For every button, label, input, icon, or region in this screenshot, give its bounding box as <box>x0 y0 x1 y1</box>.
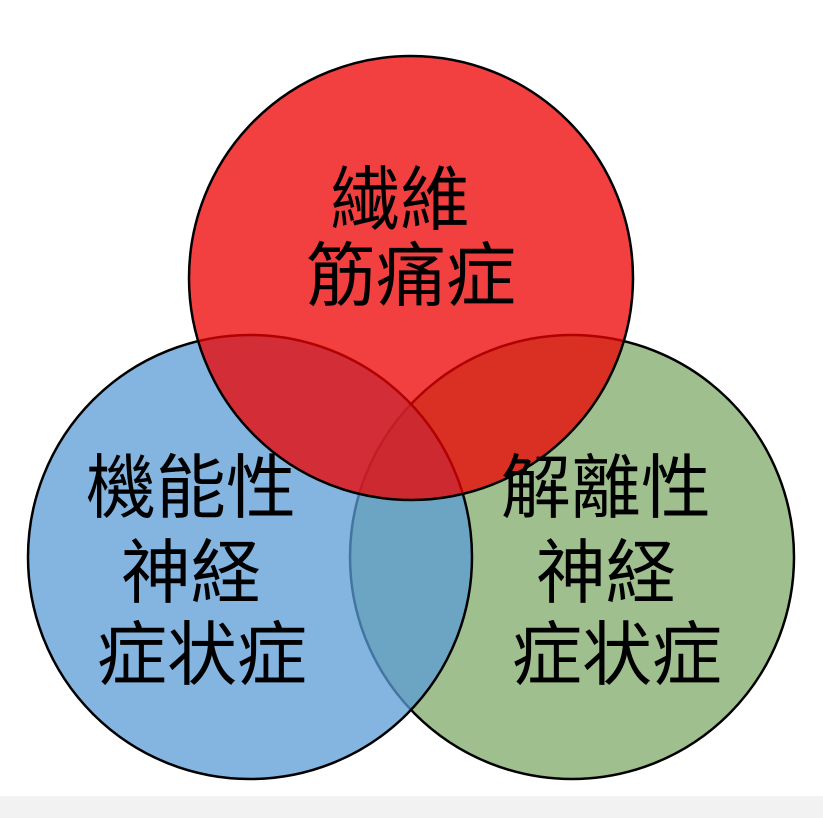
label-functional-line-2: 神経 <box>121 532 261 614</box>
label-fibromyalgia: 繊維 筋痛症 <box>306 159 516 317</box>
label-functional-line-3: 症状症 <box>97 614 307 696</box>
label-fibromyalgia-line-2: 筋痛症 <box>306 235 516 317</box>
circle-fibromyalgia <box>187 54 635 502</box>
footer-strip <box>0 796 823 818</box>
label-functional-line-1: 機能性 <box>86 447 296 529</box>
label-dissociative-line-2: 神経 <box>536 532 676 614</box>
label-dissociative: 解離性 神経 症状症 <box>501 447 733 696</box>
label-dissociative-line-1: 解離性 <box>501 447 711 529</box>
label-fibromyalgia-line-1: 繊維 <box>330 159 470 241</box>
label-functional: 機能性 神経 症状症 <box>86 447 318 696</box>
label-dissociative-line-3: 症状症 <box>512 614 722 696</box>
